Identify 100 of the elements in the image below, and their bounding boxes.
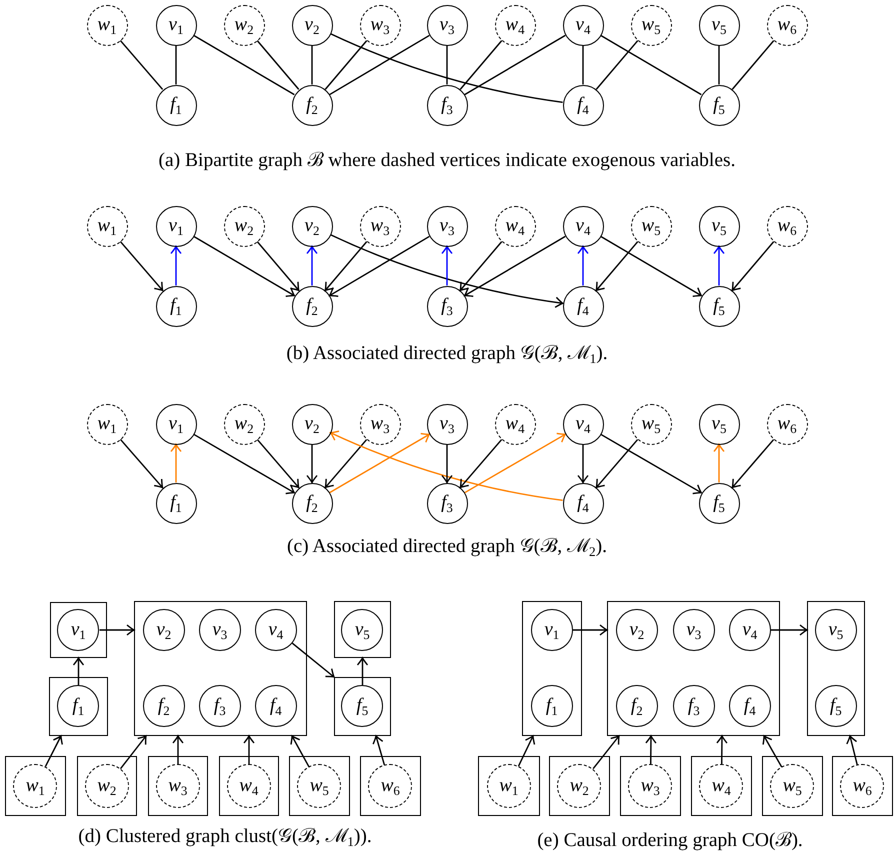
vertex-node: f$_{5}$ (814, 684, 857, 727)
dashed-vertex-node: w$_{3}$ (360, 404, 400, 444)
dashed-vertex-node: w$_{4}$ (699, 764, 744, 808)
caption: (c) Associated directed graph 𝒢(ℬ, ℳ$_{2}$). (286, 535, 608, 558)
dashed-vertex-node: w$_{2}$ (224, 4, 264, 46)
vertex-node: v$_{2}$ (292, 4, 332, 46)
vertex-node: v$_{4}$ (254, 608, 297, 651)
vertex-node: v$_{3}$ (426, 4, 468, 46)
cluster-box (289, 756, 350, 816)
vertex-node: v$_{2}$ (142, 608, 185, 651)
vertex-node: v$_{3}$ (426, 206, 468, 246)
vertex-node: v$_{4}$ (562, 4, 604, 46)
vertex-node: f$_{2}$ (292, 286, 332, 326)
cluster-box (77, 756, 137, 816)
dashed-vertex-node: w$_{5}$ (630, 404, 672, 444)
edge-line (256, 40, 300, 90)
dashed-vertex-node: w$_{6}$ (766, 404, 808, 444)
vertex-node: v$_{1}$ (530, 608, 573, 651)
vertex-node: f$_{3}$ (426, 84, 468, 126)
cluster-box (5, 756, 66, 816)
edge-line (193, 34, 295, 96)
dashed-vertex-node: w$_{5}$ (297, 764, 342, 808)
dashed-vertex-node: w$_{6}$ (368, 764, 412, 808)
cluster-box (134, 601, 307, 736)
cluster-box (607, 601, 780, 736)
cluster-box (334, 677, 391, 736)
edge-line (324, 40, 368, 90)
dashed-vertex-node: w$_{4}$ (494, 4, 536, 46)
edge-line (329, 34, 430, 96)
vertex-node: f$_{1}$ (156, 286, 196, 326)
dashed-vertex-node: w$_{6}$ (840, 764, 884, 808)
dashed-vertex-node: w$_{5}$ (630, 4, 672, 46)
edge-line (311, 46, 313, 84)
vertex-node: f$_{1}$ (156, 482, 196, 524)
dashed-vertex-node: w$_{2}$ (224, 404, 264, 444)
vertex-node: v$_{1}$ (156, 206, 196, 246)
cluster-box (360, 756, 421, 816)
cluster-box (620, 756, 681, 816)
dashed-vertex-node: w$_{3}$ (156, 764, 200, 808)
vertex-node: f$_{3}$ (426, 482, 468, 524)
edge-line (464, 34, 566, 96)
vertex-node: f$_{3}$ (198, 684, 241, 727)
cluster-box (549, 756, 610, 816)
vertex-node: f$_{4}$ (562, 286, 604, 326)
edge-line (718, 46, 720, 84)
vertex-node: f$_{3}$ (672, 684, 715, 727)
edge-line (600, 34, 702, 96)
edge-line (330, 33, 563, 103)
vertex-node: f$_{1}$ (156, 84, 196, 126)
cluster-box (49, 677, 108, 736)
caption: (e) Causal ordering graph CO(ℬ). (537, 829, 803, 852)
vertex-node: f$_{5}$ (698, 84, 740, 126)
vertex-node: v$_{5}$ (698, 404, 740, 444)
dashed-vertex-node: w$_{1}$ (486, 764, 531, 808)
dashed-vertex-node: w$_{4}$ (494, 404, 536, 444)
cluster-box (832, 756, 893, 816)
caption: (a) Bipartite graph ℬ where dashed vertices indicate exogenous variables. (158, 149, 736, 172)
vertex-node: v$_{2}$ (292, 404, 332, 444)
cluster-box (219, 756, 279, 816)
vertex-node: f$_{4}$ (562, 482, 604, 524)
vertex-node: v$_{3}$ (672, 608, 715, 651)
cluster-box (334, 601, 391, 658)
vertex-node: f$_{5}$ (698, 482, 740, 524)
vertex-node: v$_{2}$ (292, 206, 332, 246)
cluster-box (522, 601, 582, 736)
vertex-node: f$_{3}$ (426, 286, 468, 326)
vertex-node: f$_{4}$ (728, 684, 771, 727)
cluster-box (762, 756, 823, 816)
cluster-box (691, 756, 752, 816)
dashed-vertex-node: w$_{2}$ (557, 764, 602, 808)
dashed-vertex-node: w$_{3}$ (360, 206, 400, 246)
edge-line (446, 46, 448, 84)
vertex-node: v$_{5}$ (698, 4, 740, 46)
edge-line (732, 40, 774, 90)
vertex-node: v$_{4}$ (562, 206, 604, 246)
edge-line (175, 46, 177, 84)
dashed-vertex-node: w$_{6}$ (766, 4, 808, 46)
vertex-node: v$_{4}$ (562, 404, 604, 444)
vertex-node: v$_{3}$ (426, 404, 468, 444)
vertex-node: f$_{2}$ (292, 482, 332, 524)
vertex-node: v$_{1}$ (156, 404, 196, 444)
vertex-node: f$_{4}$ (562, 84, 604, 126)
dashed-vertex-node: w$_{5}$ (770, 764, 814, 808)
dashed-vertex-node: w$_{3}$ (628, 764, 672, 808)
dashed-vertex-node: w$_{5}$ (630, 206, 672, 246)
vertex-node: f$_{2}$ (616, 684, 658, 727)
vertex-node: v$_{4}$ (728, 608, 771, 651)
vertex-node: v$_{1}$ (156, 4, 196, 46)
vertex-node: f$_{1}$ (57, 684, 100, 727)
edge-line (596, 40, 638, 90)
dashed-vertex-node: w$_{2}$ (224, 206, 264, 246)
cluster-box (478, 756, 540, 816)
dashed-vertex-node: w$_{1}$ (86, 206, 128, 246)
cluster-box (50, 602, 107, 658)
vertex-node: f$_{2}$ (142, 684, 185, 727)
edge-line (460, 40, 502, 90)
cluster-box (807, 601, 865, 736)
vertex-node: f$_{1}$ (530, 684, 573, 727)
vertex-node: f$_{4}$ (254, 684, 297, 727)
vertex-node: v$_{5}$ (698, 206, 740, 246)
